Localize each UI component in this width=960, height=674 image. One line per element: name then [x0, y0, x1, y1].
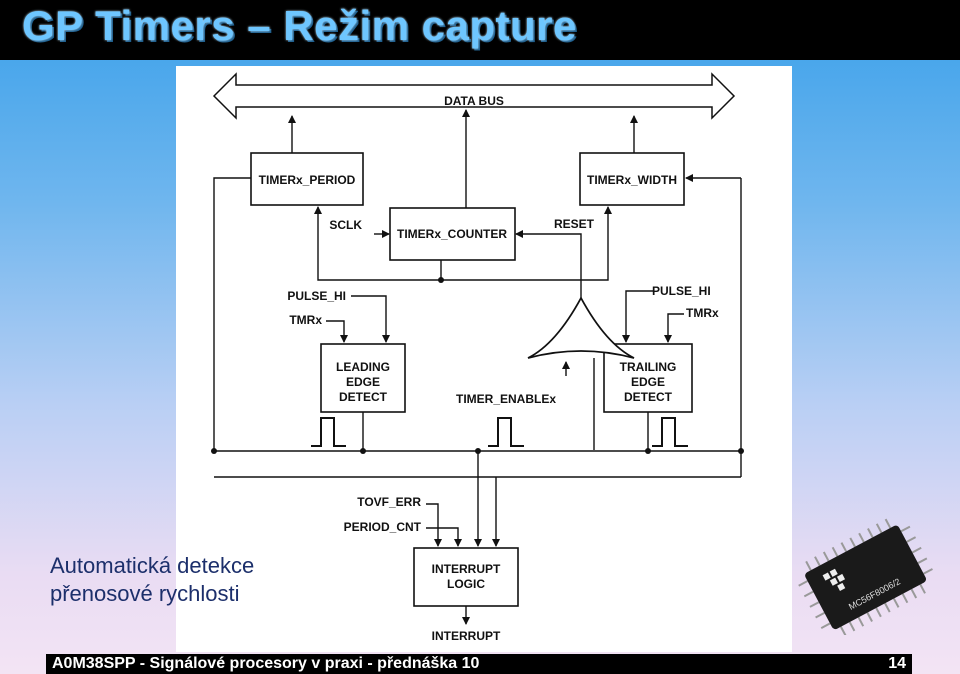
- timer-width-block: [579, 152, 685, 206]
- tovf-err-label: TOVF_ERR: [357, 495, 421, 509]
- interrupt-logic-line-1: INTERRUPT: [432, 562, 501, 576]
- footer-text: A0M38SPP - Signálové procesory v praxi -…: [52, 655, 480, 672]
- timer-capture-diagram: DATA BUS TIMERx_PERIOD TIMERx_WIDTH TIME…: [176, 66, 792, 652]
- block-diagram-svg: DATA BUS TIMERx_PERIOD TIMERx_WIDTH TIME…: [211, 72, 744, 643]
- leading-line-3: DETECT: [339, 390, 388, 404]
- timer-counter-label: TIMERx_COUNTER: [397, 227, 507, 241]
- timer-width-label: TIMERx_WIDTH: [587, 173, 677, 187]
- caption-line-1: Automatická detekce: [50, 553, 255, 578]
- interrupt-logic-block: [413, 547, 519, 607]
- pulse-hi-left-label: PULSE_HI: [287, 289, 346, 303]
- pulse-hi-right-label: PULSE_HI: [652, 284, 711, 298]
- or-gate: [527, 296, 635, 359]
- title-bar: GP Timers – Režim capture: [0, 0, 960, 60]
- caption: Automatická detekce přenosové rychlosti: [50, 552, 254, 608]
- tmrx-right-label: TMRx: [686, 306, 719, 320]
- slide-title: GP Timers – Režim capture: [22, 2, 577, 49]
- timer-counter-block: [389, 207, 516, 261]
- trailing-line-2: EDGE: [631, 375, 665, 389]
- leading-line-2: EDGE: [346, 375, 380, 389]
- pulse-icon-middle: [488, 417, 524, 447]
- leading-edge-detect-block: [320, 343, 406, 413]
- data-bus-label: DATA BUS: [444, 94, 504, 108]
- trailing-line-1: TRAILING: [620, 360, 677, 374]
- caption-line-2: přenosové rychlosti: [50, 581, 240, 606]
- timer-period-label: TIMERx_PERIOD: [259, 173, 356, 187]
- interrupt-label: INTERRUPT: [432, 629, 501, 643]
- interrupt-logic-line-2: LOGIC: [447, 577, 485, 591]
- data-bus-arrow: [212, 72, 736, 120]
- timer-period-block: [250, 152, 364, 206]
- sclk-label: SCLK: [329, 218, 362, 232]
- page-number: 14: [888, 655, 906, 672]
- period-cnt-label: PERIOD_CNT: [344, 520, 422, 534]
- trailing-line-3: DETECT: [624, 390, 673, 404]
- reset-label: RESET: [554, 217, 595, 231]
- pulse-icon-left: [311, 417, 346, 447]
- tmrx-left-label: TMRx: [289, 313, 322, 327]
- pulse-icon-right: [652, 417, 688, 447]
- timer-enable-label: TIMER_ENABLEx: [456, 392, 556, 406]
- footer-bar: A0M38SPP - Signálové procesory v praxi -…: [46, 654, 912, 674]
- chip-image: MC56F8006/2: [798, 518, 933, 635]
- leading-line-1: LEADING: [336, 360, 390, 374]
